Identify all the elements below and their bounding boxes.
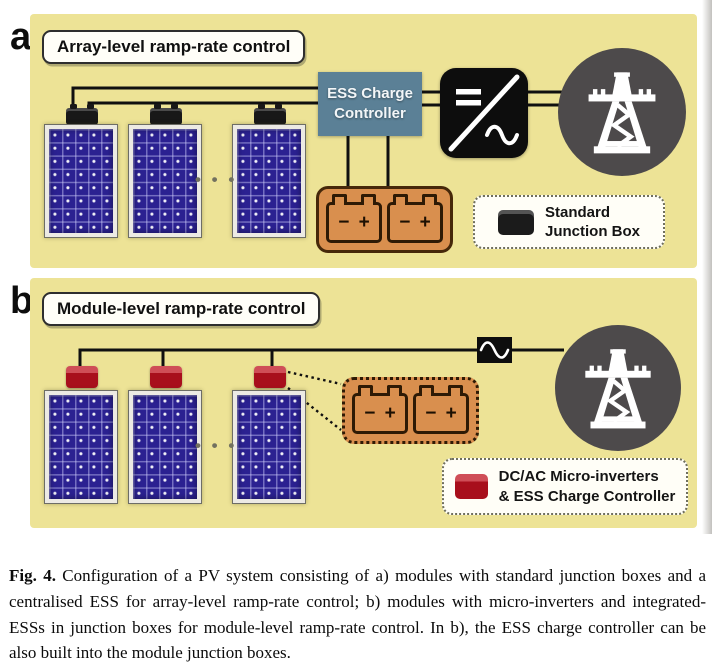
ellipsis-more-modules: • • • [195,170,238,189]
pv-cells [49,129,113,233]
page-edge-shadow [702,0,712,534]
battery-cell: − + [352,385,408,434]
battery-plus: + [419,211,431,233]
dc-ac-symbol [448,74,520,152]
legend-standard-junction-box: Standard Junction Box [473,195,665,249]
figure-caption-label: Fig. 4. [9,566,56,585]
panel-b-label: b [10,280,34,322]
panel-a-array-level: Array-level ramp-rate control • • • ESS … [30,14,697,268]
junction-box-icon [150,104,182,125]
pv-module [128,124,202,238]
pv-module [232,390,306,504]
legend-a-line2: Junction Box [544,223,640,240]
integrated-ess-battery: − + − + [342,377,479,444]
battery-minus: − [338,211,350,233]
battery-plus: + [358,211,370,233]
ess-label-line1: ESS Charge [327,84,413,102]
legend-b-line2: & ESS Charge Controller [498,487,676,505]
micro-inverter-icon [454,474,488,499]
pv-module [232,124,306,238]
junction-box-icon [66,104,98,125]
ac-sine-box-icon [477,337,512,363]
panel-a-title: Array-level ramp-rate control [42,30,306,64]
grid-tower-circle [558,48,686,176]
pv-module [44,390,118,504]
ess-label-line2: Controller [334,105,406,122]
central-inverter-icon [440,68,528,158]
pv-cells [133,129,197,233]
panel-b-module-level: Module-level ramp-rate control • • • [30,278,697,528]
battery-plus: + [445,402,457,424]
battery-plus: + [384,402,396,424]
figure-caption: Fig. 4. Configuration of a PV system con… [9,563,706,665]
grid-tower-circle [555,325,681,451]
battery-minus: − [425,402,437,424]
pv-module [128,390,202,504]
panel-a-label: a [10,16,32,58]
pv-cells [237,395,301,499]
battery-minus: − [364,402,376,424]
battery-cell: − + [326,194,382,243]
pv-cells [133,395,197,499]
central-ess-battery: − + − + [316,186,453,253]
battery-minus: − [399,211,411,233]
ellipsis-more-modules: • • • [195,436,238,455]
pv-module [44,124,118,238]
transmission-tower-icon [588,72,656,154]
micro-inverter-junction-box-icon [150,366,182,388]
transmission-tower-icon [585,349,651,429]
battery-cell: − + [413,385,469,434]
legend-b-line1: DC/AC Micro-inverters [498,468,659,485]
figure-caption-text: Configuration of a PV system consisting … [9,566,706,663]
legend-a-line1: Standard [544,203,610,221]
ess-charge-controller-box: ESS Charge Controller [318,72,422,136]
standard-junction-box-icon [497,209,534,235]
pv-cells [49,395,113,499]
legend-micro-inverters: DC/AC Micro-inverters & ESS Charge Contr… [442,458,688,515]
junction-box-icon [254,104,286,125]
micro-inverter-junction-box-icon [254,366,286,388]
panel-b-title: Module-level ramp-rate control [42,292,321,326]
pv-cells [237,129,301,233]
micro-inverter-junction-box-icon [66,366,98,388]
battery-cell: − + [387,194,443,243]
